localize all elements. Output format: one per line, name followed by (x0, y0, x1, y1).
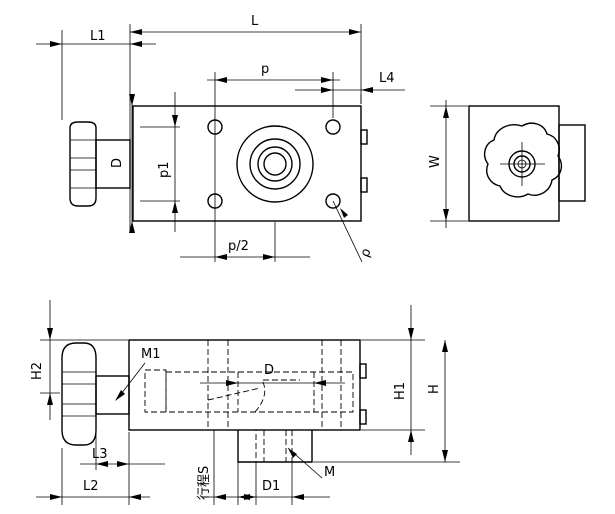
label-L1: L1 (90, 29, 106, 44)
label-L4: L4 (379, 71, 395, 86)
knob-top (69, 121, 97, 207)
valve-body-top (132, 105, 362, 222)
label-L3: L3 (92, 447, 108, 462)
label-M1: M1 (141, 347, 161, 362)
label-p-top: p (261, 62, 269, 77)
label-W: W (428, 155, 443, 168)
top-view (36, 24, 405, 263)
label-H1: H1 (393, 382, 408, 400)
label-H: H (427, 384, 442, 394)
label-H2: H2 (30, 362, 45, 380)
label-L2: L2 (83, 479, 99, 494)
label-L: L (251, 14, 259, 29)
bolt-hole (325, 119, 341, 135)
label-D1: D1 (262, 479, 280, 494)
front-view (36, 300, 460, 505)
bolt-hole (325, 193, 341, 209)
valve-body-front (128, 339, 361, 431)
label-D: D (110, 158, 125, 168)
star-knob (483, 122, 563, 198)
end-view (430, 100, 586, 228)
label-p1: p1 (157, 161, 172, 178)
label-D-section: D (264, 363, 274, 378)
knob-front (61, 342, 97, 446)
label-M: M (324, 465, 335, 480)
port-outer (236, 125, 314, 203)
label-p-half: p/2 (228, 239, 249, 254)
label-stroke-S: 行程S (197, 466, 212, 500)
